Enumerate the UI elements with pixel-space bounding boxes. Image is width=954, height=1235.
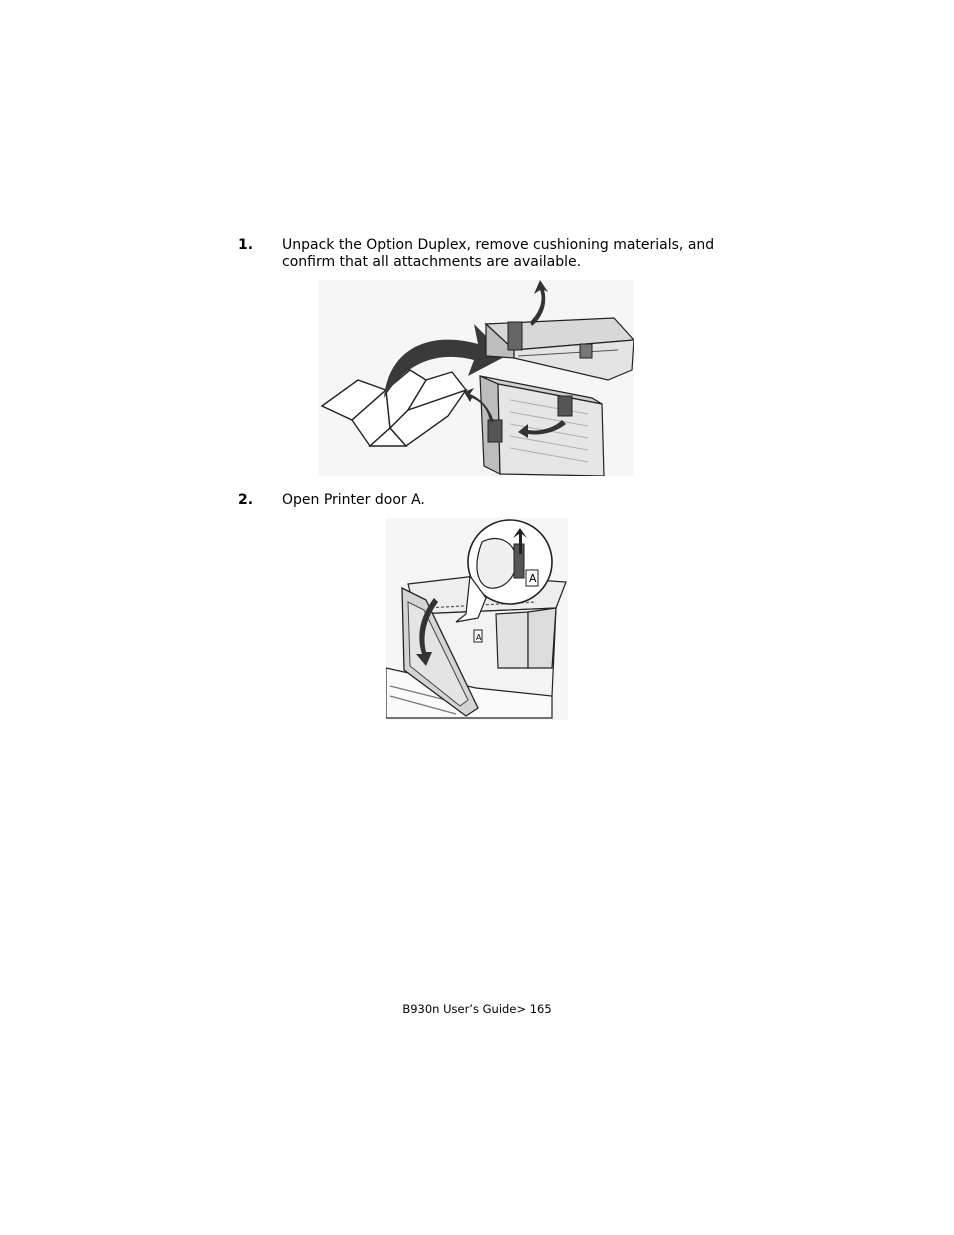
lift-arrow-icon <box>384 324 506 398</box>
step-1-text: Unpack the Option Duplex, remove cushion… <box>282 237 715 270</box>
door-label-zoom: A <box>529 572 537 585</box>
door-open-arrow-icon <box>416 598 438 666</box>
open-door-a-illustration: A A <box>386 518 568 720</box>
peel-arrow-left-icon <box>464 388 494 422</box>
pull-up-arrow-icon <box>513 528 527 554</box>
step-2-text: Open Printer door A. <box>282 492 425 508</box>
peel-arrow-right-icon <box>518 420 566 438</box>
step-1-number: 1. <box>238 237 254 253</box>
zoom-detail: A <box>455 519 553 623</box>
unpack-duplex-illustration <box>318 280 634 476</box>
cardboard-box <box>320 369 468 448</box>
door-label-small: A <box>476 633 482 642</box>
up-arrow-icon <box>530 280 548 326</box>
step-2-number: 2. <box>238 492 254 508</box>
duplex-unit-top <box>484 317 634 381</box>
page-footer: B930n User’s Guide> 165 <box>402 1002 552 1016</box>
